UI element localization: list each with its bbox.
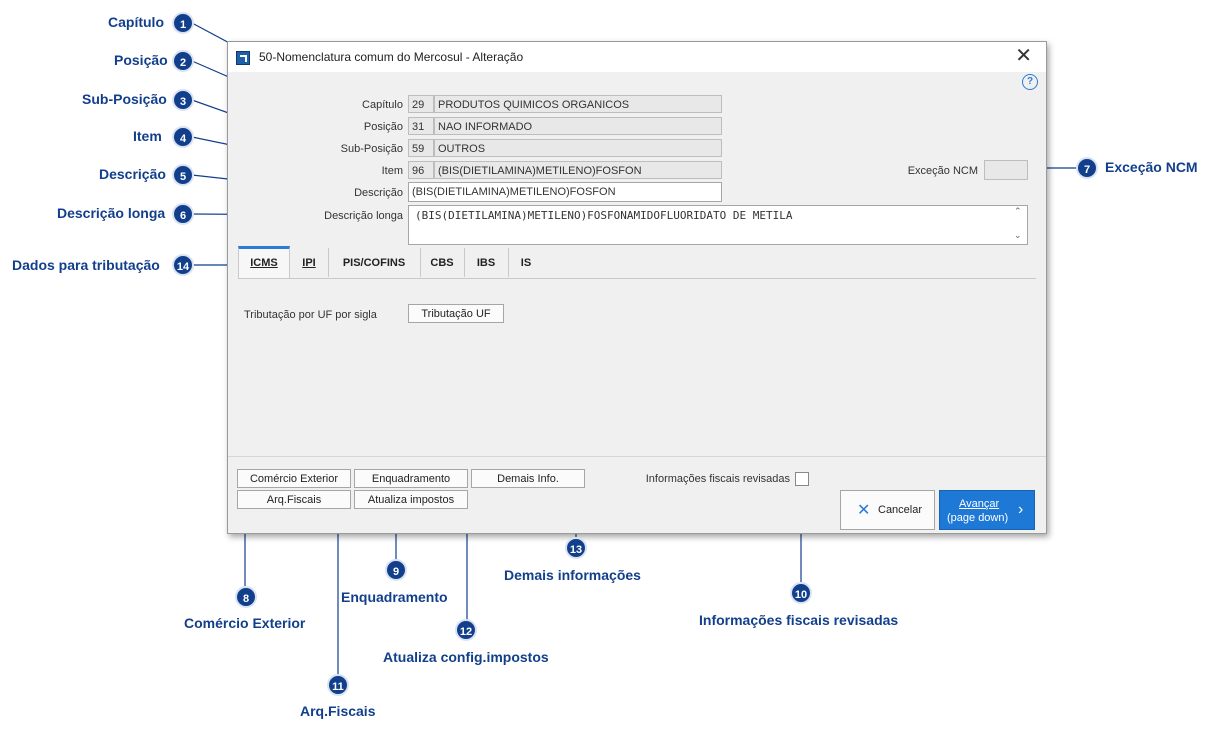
tab-divider — [238, 278, 1036, 279]
window-title: 50-Nomenclatura comum do Mercosul - Alte… — [259, 50, 524, 64]
callout-badge-11: 11 — [327, 674, 349, 696]
demais-info-button[interactable]: Demais Info. — [471, 469, 585, 488]
callout-label-descricao-longa: Descrição longa — [57, 205, 166, 221]
tab-pis-cofins[interactable]: PIS/COFINS — [328, 248, 421, 277]
callout-label-demais-informacoes: Demais informações — [504, 567, 641, 583]
callout-label-item: Item — [133, 128, 162, 144]
callout-label-comercio-exterior: Comércio Exterior — [184, 615, 306, 631]
item-label: Item — [381, 165, 403, 177]
callout-badge-13: 13 — [565, 537, 587, 559]
callout-badge-7: 7 — [1076, 157, 1098, 179]
enquadramento-button[interactable]: Enquadramento — [354, 469, 468, 488]
title-bar: 50-Nomenclatura comum do Mercosul - Alte… — [228, 42, 1046, 72]
callout-badge-3: 3 — [172, 89, 194, 111]
callout-label-capitulo: Capítulo — [108, 14, 164, 30]
capitulo-label: Capítulo — [362, 99, 403, 111]
info-fiscais-revisadas-label: Informações fiscais revisadas — [645, 473, 790, 485]
sub-posicao-code-field[interactable]: 59 — [408, 139, 434, 157]
excecao-ncm-field[interactable] — [984, 160, 1028, 180]
close-icon[interactable]: ✕ — [1015, 45, 1032, 67]
cancel-label: Cancelar — [878, 504, 923, 516]
chevron-right-icon: › — [1018, 501, 1024, 518]
sub-posicao-label: Sub-Posição — [340, 143, 403, 155]
posicao-desc-field: NAO INFORMADO — [434, 117, 722, 135]
cancel-button[interactable]: ✕ Cancelar — [840, 490, 935, 530]
tributacao-uf-label: Tributação por UF por sigla — [244, 309, 377, 321]
callout-label-atualiza-config: Atualiza config.impostos — [383, 649, 549, 665]
callout-label-enquadramento: Enquadramento — [341, 589, 448, 605]
capitulo-code-field[interactable]: 29 — [408, 95, 434, 113]
callout-label-descricao: Descrição — [99, 166, 166, 182]
tab-ipi[interactable]: IPI — [290, 248, 329, 277]
callout-badge-8: 8 — [235, 586, 257, 608]
tributacao-uf-button[interactable]: Tributação UF — [408, 304, 504, 323]
callout-badge-14: 14 — [172, 254, 194, 276]
capitulo-desc-field: PRODUTOS QUIMICOS ORGANICOS — [434, 95, 722, 113]
callout-label-posicao: Posição — [114, 52, 168, 68]
descricao-label: Descrição — [354, 187, 403, 199]
help-icon[interactable]: ? — [1022, 74, 1038, 90]
callout-badge-9: 9 — [385, 559, 407, 581]
info-fiscais-revisadas-checkbox[interactable] — [795, 472, 809, 486]
item-desc-field: (BIS(DIETILAMINA)METILENO)FOSFON — [434, 161, 722, 179]
footer-separator — [228, 456, 1046, 457]
arq-fiscais-button[interactable]: Arq.Fiscais — [237, 490, 351, 509]
posicao-label: Posição — [363, 121, 403, 133]
callout-badge-2: 2 — [172, 50, 194, 72]
callout-label-excecao-ncm: Exceção NCM — [1105, 159, 1198, 175]
callout-label-arq-fiscais: Arq.Fiscais — [300, 703, 376, 719]
close-icon: ✕ — [857, 502, 871, 519]
scroll-up-icon[interactable]: ⌃ — [1014, 206, 1022, 216]
comercio-exterior-button[interactable]: Comércio Exterior — [237, 469, 351, 488]
advance-label: Avançar — [959, 498, 1000, 510]
callout-badge-5: 5 — [172, 164, 194, 186]
callout-badge-1: 1 — [172, 12, 194, 34]
descricao-longa-label: Descrição longa — [324, 210, 403, 222]
callout-badge-6: 6 — [172, 203, 194, 225]
descricao-longa-textarea[interactable]: (BIS(DIETILAMINA)METILENO)FOSFONAMIDOFLU… — [408, 205, 1028, 245]
callout-label-sub-posicao: Sub-Posição — [82, 91, 167, 107]
atualiza-impostos-button[interactable]: Atualiza impostos — [354, 490, 468, 509]
tab-ibs[interactable]: IBS — [464, 248, 509, 277]
scroll-down-icon[interactable]: ⌄ — [1014, 230, 1022, 240]
app-icon — [236, 51, 250, 65]
excecao-ncm-label: Exceção NCM — [907, 165, 978, 177]
callout-badge-12: 12 — [455, 619, 477, 641]
advance-button[interactable]: Avançar (page down) › — [939, 490, 1035, 530]
advance-sublabel: (page down) — [947, 512, 1009, 524]
posicao-code-field[interactable]: 31 — [408, 117, 434, 135]
callout-label-info-fiscais: Informações fiscais revisadas — [699, 612, 899, 628]
tab-is[interactable]: IS — [520, 257, 532, 269]
item-code-field[interactable]: 96 — [408, 161, 434, 179]
ncm-dialog: 50-Nomenclatura comum do Mercosul - Alte… — [227, 41, 1047, 534]
callout-label-dados-tributacao: Dados para tributação — [12, 257, 160, 273]
tab-cbs[interactable]: CBS — [420, 248, 465, 277]
tab-icms[interactable]: ICMS — [238, 246, 290, 279]
callout-badge-4: 4 — [172, 126, 194, 148]
descricao-input[interactable]: (BIS(DIETILAMINA)METILENO)FOSFON — [408, 182, 722, 202]
sub-posicao-desc-field: OUTROS — [434, 139, 722, 157]
callout-badge-10: 10 — [790, 582, 812, 604]
